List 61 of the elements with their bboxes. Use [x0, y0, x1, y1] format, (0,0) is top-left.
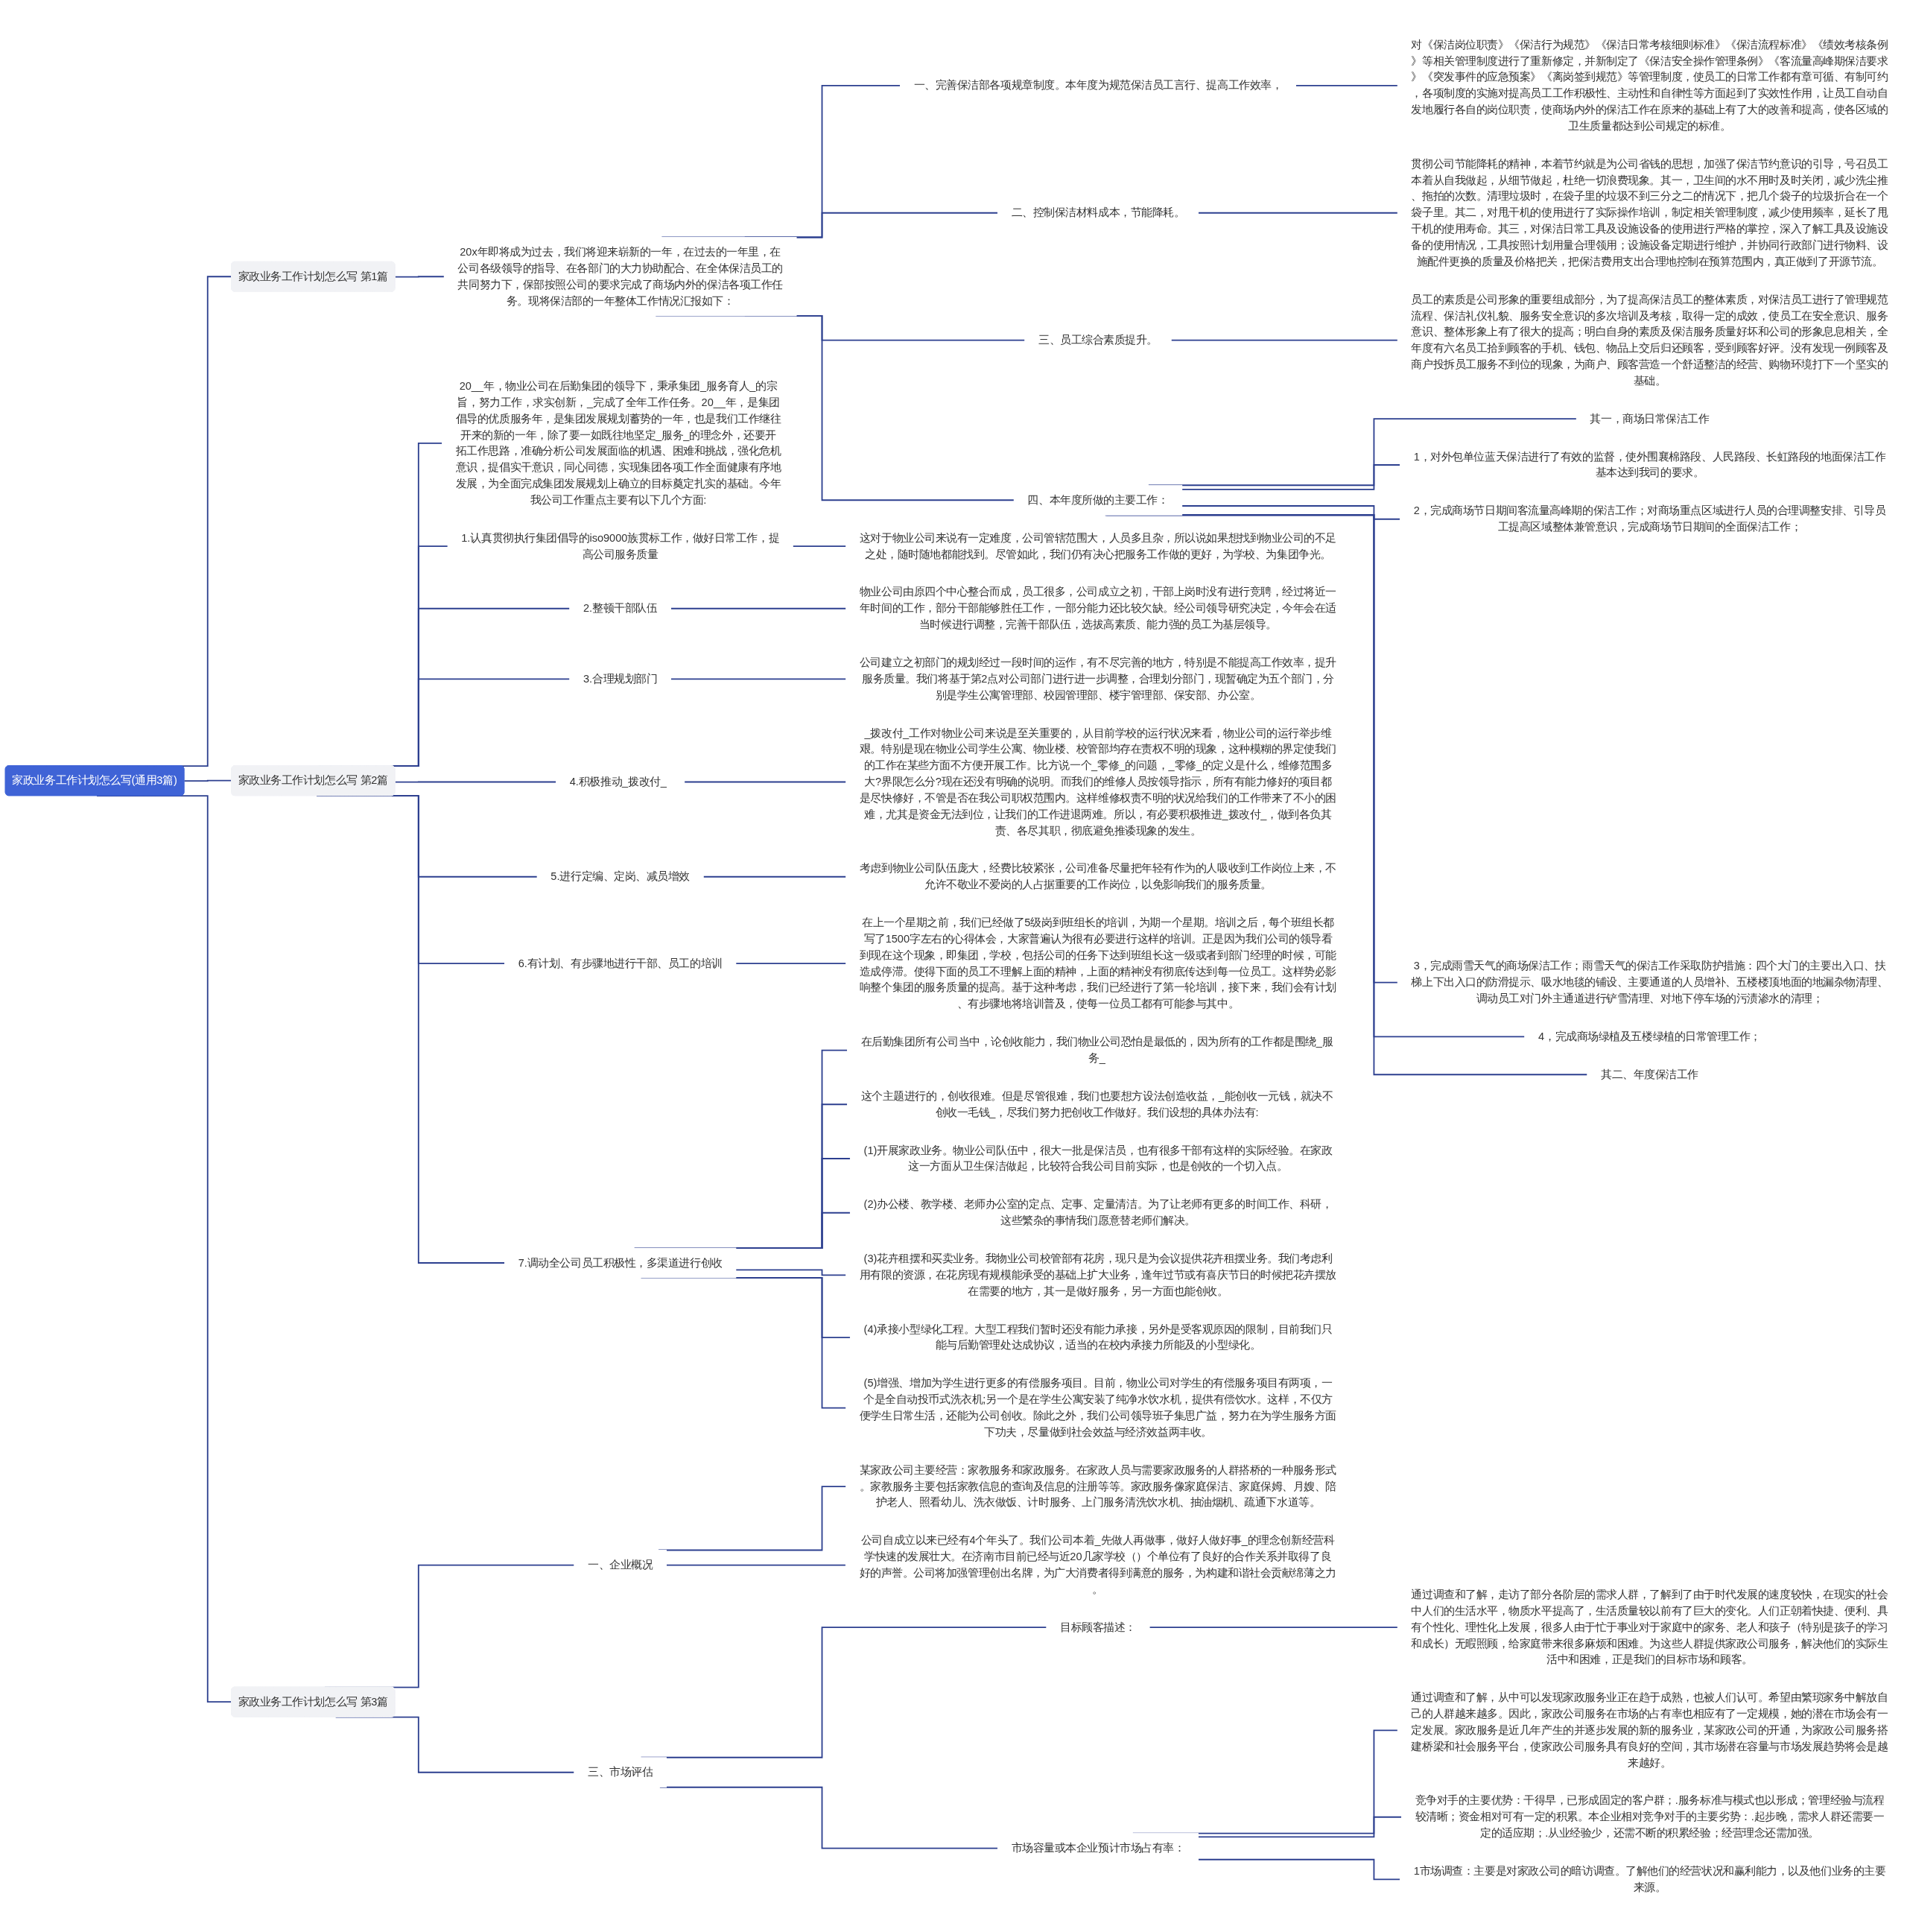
- connector: [734, 962, 847, 964]
- node-text: 一、完善保洁部各项规章制度。本年度为规范保洁员工言行、提高工作效率，: [913, 79, 1283, 91]
- connector: [1181, 463, 1401, 490]
- connector: [394, 276, 445, 278]
- node-text: 4.积极推动_拨改付_: [569, 776, 667, 788]
- connector: [1295, 84, 1399, 86]
- node-text: 20__年，物业公司在后勤集团的领导下，秉承集团_服务育人_的宗旨，努力工作，求实创新，_完成了全年工作任务。20__年，是集团倡导的优质服务年，是集团发展规划蓄势的一年，也是我们工作继往开来的新的一年，除了要一如既往地坚定_服务_的理念外，还要开拓工作思路，准确分析公司发展面临的机遇、困难和挑战，强化危机意识，提倡实干意识，同心同德，实现集团各项工作全面健康有序地发展，为全面完成集团发展规划上确立的目标奠定扎实的基础。今年我公司工作重点主要有以下几个方面:: [455, 380, 781, 506]
- node-text: 考虑到物业公司队伍庞大，经费比较紧张，公司准备尽量把年轻有作为的人吸收到工作岗位上来，不允许不敬业不爱岗的人占据重要的工作岗位，以免影响我们的服务质量。: [859, 862, 1337, 890]
- node-text: (2)办公楼、教学楼、老师办公室的定点、定事、定量清洁。为了让老师有更多的时间工作、科研，这些繁杂的事情我们愿意替老师们解决。: [863, 1198, 1333, 1226]
- node-text: _拨改付_工作对物业公司来说是至关重要的，从目前学校的运行状况来看，物业公司的运行举步维艰。特别是现在物业公司学生公寓、物业楼、校管部均存在责权不明的现象，这种模糊的界定使我们的工作在某些方面不方便开展工作。比方说一个_零修_的问题，_零修_的定义是什么，维修范围多大?界限怎么分?现在还没有明确的说明。而我们的维修人员按领导指示，所有有能力修好的项目都是尽快修好，不管是否在我公司职权范围内。这样维修权责不明的状况给我们的工作带来了不小的困难，尤其是资金无法到位，让我们的工作进退两难。所以，有必要积极推进_拨改付_，做到各负其责、各尽其职，彻底避免推诿现象的发生。: [859, 726, 1337, 836]
- node-text: 目标顾客描述：: [1060, 1621, 1136, 1633]
- connector: [1197, 1858, 1401, 1880]
- connector: [1197, 1816, 1403, 1837]
- connector: [792, 545, 847, 547]
- node-text: 物业公司由原四个中心整合而成，员工很多，公司成立之初，干部上岗时没有进行竞聘，经过将近一年时间的工作，部分干部能够胜任工作，一部分能力还比较欠缺。经公司领导研究决定，今年会在适当时候进行调整，完善干部队伍，选拔高素质、能力强的员工为基层领导。: [859, 586, 1337, 630]
- node-text: 6.有计划、有步骤地进行干部、员工的培训: [518, 957, 723, 969]
- node-text: 3，完成雨雪天气的商场保洁工作；雨雪天气的保洁工作采取防护措施：四个大门的主要出入口、扶梯上下出入口的防滑提示、吸水地毯的铺设、主要通道的人员增补、五楼楼顶地面的地漏杂物清理、调动员工对门外主通道进行铲雪清理、对地下停车场的污渍渗水的清理；: [1411, 960, 1888, 1004]
- node-text: 员工的素质是公司形象的重要组成部分，为了提高保洁员工的整体素质，对保洁员工进行了管理规范流程、保洁礼仪礼貌、服务安全意识的多次培训及考核，取得一定的成效，使员工在安全意识、服务意识、整体形象上有了很大的提高；明白自身的素质及保洁服务质量好坏和公司的形象息息相关，全年度有六名员工拾到顾客的手机、钱包、物品上交后归还顾客，受到顾客好评。没有发现一例顾客及商户投拆员工服务不到位的现象，为商户、顾客营造一个舒适整洁的经营、购物环境打下一个坚实的基础。: [1411, 293, 1888, 387]
- connector: [670, 678, 847, 680]
- node-text: 这个主题进行的，创收很难。但是尽管很难，我们也要想方设法创造收益，_能创收一元钱，就决不创收一毛钱_，尽我们努力把创收工作做好。我们设想的具体办法有:: [860, 1089, 1333, 1118]
- connector: [1170, 339, 1399, 341]
- node-text: 竞争对手的主要优势：干得早，已形成固定的客户群；.服务标准与模式也以形成；管理经验与流程较清晰；资金相对可有一定的积累。本企业相对竞争对手的主要劣势：.起步晚，需求人群还需要一定的适应期；.从业经验少，还需不断的积累经验；经营理念还需加强。: [1415, 1794, 1885, 1839]
- node-text: 其一，商场日常保洁工作: [1590, 412, 1710, 425]
- node-text: 2.整顿干部队伍: [583, 602, 658, 614]
- connector: [183, 779, 232, 782]
- connector: [1181, 504, 1401, 520]
- connector: [683, 781, 847, 783]
- connector: [665, 1564, 847, 1566]
- node-text: (4)承接小型绿化工程。大型工程我们暂时还没有能力承接，另外是受客观原因的限制，目前我们只能与后勤管理处达成协议，适当的在校内承接力所能及的小型绿化。: [863, 1323, 1333, 1351]
- node-text: (5)增强、增加为学生进行更多的有偿服务项目。目前，物业公司对学生的有偿服务项目有两项，一个是全自动投币式洗衣机;另一个是在学生公寓安装了纯净水饮水机，提供有偿饮水。这样，不仅方便学生日常生活，还能为公司创收。除此之外，我们公司领导班子集思广益，努力在为学生服务方面下功夫，尽量做到社会效益与经济效益两丰收。: [859, 1377, 1337, 1438]
- node-text: 在上一个星期之前，我们已经做了5级岗到班组长的培训，为期一个星期。培训之后，每个班组长都写了1500字左右的心得体会，大家普遍认为很有必要进行这样的培训。正是因为我们公司的领导看到现在这个现象，即集团，学校，包括公司的任务下达到班组长这一级或者到部门经理的时候，可能造成停滞。使得下面的员工不理解上面的精神，上面的精神没有彻底传达到每一位员工。这样势必影响整个集团的服务质量的提高。基于这种考虑，我们已经进行了第一轮培训，接下来，我们会有计划、有步骤地将培训普及，使每一位员工都有可能参与其中。: [859, 916, 1337, 1010]
- node-text: 贯彻公司节能降耗的精神，本着节约就是为公司省钱的思想，加强了保洁节约意识的引导，号召员工本着从自我做起，从细节做起，杜绝一切浪费现象。其一，卫生间的水不用时及时关闭，减少洗尘推、拖拍的次数。清理垃圾时，在袋子里的垃圾不到三分之二的情况下，把几个袋子的垃圾折合在一个袋子里。其二，对甩干机的使用进行了实际操作培训，制定相关管理制度，减少使用频率，延长了甩干机的使用寿命。其三，对保洁日常工具及设施设备的使用进行严格的掌控，深入了解工具及设施设备的使用情况，工具按照计划用量合理领用；设施设备定期进行维护，并协同行政部门进行物料、设施配件更换的质量及价格把关，把保洁费用支出合理地控制在预算范围内，真正做到了开源节流。: [1411, 157, 1888, 267]
- node-text: 三、员工综合素质提升。: [1038, 334, 1158, 346]
- node-text: 5.进行定编、定岗、减员增效: [550, 870, 691, 882]
- node-text: 一、企业概况: [588, 1559, 653, 1571]
- connector: [394, 781, 557, 783]
- node-text: 某家政公司主要经营：家教服务和家政服务。在家政人员与需要家政服务的人群搭桥的一种服务形式。家教服务主要包括家教信息的查询及信息的注册等等。家政服务像家庭保洁、家庭保姆、月嫂、陪护老人、照看幼儿、洗衣做饭、计时服务、上门服务清洗饮水机、抽油烟机、疏通下水道等。: [859, 1463, 1337, 1508]
- node-text: 1市场调查：主要是对家政公司的暗访调查。了解他们的经营状况和赢利能力，以及他们业务的主要来源。: [1413, 1865, 1886, 1893]
- mind-map-drawing: 家政业务工作计划怎么写(通用3篇) 家政业务工作计划怎么写 第1篇 20x年即将成为过去，我们将迎来崭新的一年，在过去的一年里，在公司各级领导的指导、在各部门的大力协助配合、在全体保洁员工的共同努力下，保部按照公司的要求完成了商场内外的保洁各项工作任务。现将保洁部的一年整体工作情况汇报如下： 一、完善保洁部各项规章制度。本年度为规范保洁员工言行、提高工作效率， 对《保洁岗位职责》《保洁行为规范》《保洁日常考核细则标准》《保洁流程标准》《绩效考核条例》等相关管理制度进行了重新修定，并新制定了《保洁安全操作管理条例》《客流量高峰期保洁要求》《突发事件的应急预案》《离岗签到规范》等管理制度，使员工的日常工作都有章可循、有制可约，各项制度的实施对提高员工工作积极性、主动性和自律性等方面起到了实效性作用，让员工自动自发地履行各自的岗位职责，使商场内外的保洁工作在原来的基础上有了大的改善和提高，使各区域的卫生质量都达到公司规定的标准。 二、控制保洁材料成本，节能降耗。 贯彻公司节能降耗的精神，本着节约就是为公司省钱的思想，加强了保洁节约意识的引导，号召员工本着从自我做起，从细节做起，杜绝一切浪费现象。其一，卫生间的水不用时及时关闭，减少洗尘推、拖拍的次数。清理垃圾时，在袋子里的垃圾不到三分之二的情况下，把几个袋子的垃圾折合在一个袋子里。其二，对甩干机的使用进行了实际操作培训，制定相关管理制度，减少使用频率，延长了甩干机的使用寿命。其三，对保洁日常工具及设施设备的使用进行严格的掌控，深入了解工具及设施设备的使用情况，工具按照计划用量合理领用；设施设备定期进行维护，并协同行政部门进行物料、设施配件更换的质量及价格把关，把保洁费用支出合理地控制在预算范围内，真正做到了开源节流。 三、员工综合素质提升。 员工的素质是公司形象的重要组成部分，为了提高保洁员工的整体素质，对保洁员工进行了管理规范流程、保洁礼仪礼貌、服务安全意识的多次培训及考核，取得一定的成效，使员工在安全意识、服务意识、整体形象上有了很大的提高；明白自身的素质及保洁服务质量好坏和公司的形象息息相关，全年度有六名员工拾到顾客的手机、钱包、物品上交后归还顾客，受到顾客好评。没有发现一例顾客及商户投拆员工服务不到位的现象，为商户、顾客营造一个舒适整洁的经营、购物环境打下一个坚实的基础。 四、本年度所做的主要工作： 其一，商场日常保洁工作 1，对外包单位蓝天保洁进行了有效的监督，使外围襄棉路段、人民路段、长虹路段的地面保洁工作基本达到我司的要求。 2，完成商场节日期间客流量高峰期的保洁工作；对商场重点区域进行人员的合理调整安排、引导员工提高区域整体兼管意识，完成商场节日期间的全面保洁工作； 3，完成雨雪天气的商场保洁工作；雨雪天气的保洁工作采取防护措施：四个大门的主要出入口、扶梯上下出入口的防滑提示、吸水地毯的铺设、主要通道的人员增补、五楼楼顶地面的地漏杂物清理、调动员工对门外主通道进行铲雪清理、对地下停车场的污渍渗水的清理； 4，完成商场绿植及五楼绿植的日常管理工作； 其二、年度保洁工作 家政业务工作计划怎么写 第2篇 20__年，物业公司在后勤集团的领导下，秉承集团_服务育人_的宗旨，努力工作，求实创新，_完成了全年工作任务。20__年，是集团倡导的优质服务年，是集团发展规划蓄势的一年，也是我们工作继往开来的新的一年，除了要一如既往地坚定_服务_的理念外，还要开拓工作思路，准确分析公司发展面临的机遇、困难和挑战，强化危机意识，提倡实干意识，同心同德，实现集团各项工作全面健康有序地发展，为全面完成集团发展规划上确立的目标奠定扎实的基础。今年我公司工作重点主要有以下几个方面: 1.认真贯彻执行集团倡导的iso9000族贯标工作，做好日常工作，提高公司服务质量 这对于物业公司来说有一定难度，公司管辖范围大，人员多且杂，所以说如果想找到物业公司的不足之处，随时随地都能找到。尽管如此，我们仍有决心把服务工作做的更好，为学校、为集团争光。 2.整顿干部队伍 物业公司由原四个中心整合而成，员工很多，公司成立之初，干部上岗时没有进行竞聘，经过将近一年时间的工作，部分干部能够胜任工作，一部分能力还比较欠缺。经公司领导研究决定，今年会在适当时候进行调整，完善干部队伍，选拔高素质、能力强的员工为基层领导。 3.合理规划部门 公司建立之初部门的规划经过一段时间的运作，有不尽完善的地方，特别是不能提高工作效率，提升服务质量。我们将基于第2点对公司部门进行进一步调整，合理划分部门，现暂确定为五个部门，分别是学生公寓管理部、校园管理部、楼宇管理部、保安部、办公室。 4.积极推动_拨改付_ _拨改付_工作对物业公司来说是至关重要的，从目前学校的运行状况来看，物业公司的运行举步维艰。特别是现在物业公司学生公寓、物业楼、校管部均存在责权不明的现象，这种模糊的界定使我们的工作在某些方面不方便开展工作。比方说一个_零修_的问题，_零修_的定义是什么，维修范围多大?界限怎么分?现在还没有明确的说明。而我们的维修人员按领导指示，所有有能力修好的项目都是尽快修好，不管是否在我公司职权范围内。这样维修权责不明的状况给我们的工作带来了不小的困难，尤其是资金无法到位，让我们的工作进退两难。所以，有必要积极推进_拨改付_，做到各负其责、各尽其职，彻底避免推诿现象的发生。 5.进行定编、定岗、减员增效 考虑到物业公司队伍庞大，经费比较紧张，公司准备尽量把年轻有作为的人吸收到工作岗位上来，不允许不敬业不爱岗的人占据重要的工作岗位，以免影响我们的服务质量。 6.有计划、有步骤地进行干部、员工的培训 在上一个星期之前，我们已经做了5级岗到班组长的培训，为期一个星期。培训之后，每个班组长都写了1500字左右的心得体会，大家普遍认为很有必要进行这样的培训。正是因为我们公司的领导看到现在这个现象，即集团，学校，包括公司的任务下达到班组长这一级或者到部门经理的时候，可能造成停滞。使得下面的员工不理解上面的精神，上面的精神没有彻底传达到每一位员工。这样势必影响整个集团的服务质量的提高。基于这种考虑，我们已经进行了第一轮培训，接下来，我们会有计划、有步骤地将培训普及，使每一位员工都有可能参与其中。 7.调动全公司员工积极性，多渠道进行创收 在后勤集团所有公司当中，论创收能力，我们物业公司恐怕是最低的，因为所有的工作都是围绕_服务_ 这个主题进行的，创收很难。但是尽管很难，我们也要想方设法创造收益，_能创收一元钱，就决不创收一毛钱_，尽我们努力把创收工作做好。我们设想的具体办法有: (1)开展家政业务。物业公司队伍中，很大一批是保洁员，也有很多干部有这样的实际经验。在家政这一方面从卫生保洁做起，比较符合我公司目前实际，也是创收的一个切入点。 (2)办公楼、教学楼、老师办公室的定点、定事、定量清洁。为了让老师有更多的时间工作、科研，这些繁杂的事情我们愿意替老师们解决。 (3)花卉租摆和买卖业务。我物业公司校管部有花房，现只是为会议提供花卉租摆业务。我们考虑利用有限的资源，在花房现有规模能承受的基础上扩大业务，逢年过节或有喜庆节日的时候把花卉摆放在需要的地方，其一是做好服务，另一方面也能创收。 (4)承接小型绿化工程。大型工程我们暂时还没有能力承接，另外是受客观原因的限制，目前我们只能与后勤管理处达成协议，适当的在校内承接力所能及的小型绿化。 (5)增强、增加为学生进行更多的有偿服务项目。目前，物业公司对学生的有偿服务项目有两项，一个是全自动投币式洗衣机;另一个是在学生公寓安装了纯净水饮水机，提供有偿饮水。这样，不仅方便学生日常生活，还能为公司创收。除此之外，我们公司领导班子集思广益，努力在为学生服务方面下功夫，尽量做到社会效益与经济效益两丰收。 家政业务工作计划怎么写 第3篇 一、企业概况 某家政公司主要经营：家教服务和家政服务。在家政人员与需要家政服务的人群搭桥的一种服务形式。家教服务主要包括家教信息的查询及信息的注册等等。家政服务像家庭保洁、家庭保姆、月嫂、陪护老人、照看幼儿、洗衣做饭、计时服务、上门服务清洗饮水机、抽油烟机、疏通下水道等。 公司自成立以来已经有4个年头了。我们公司本着_先做人再做事，做好人做好事_的理念创新经营科学快速的发展壮大。在济南市目前已经与近20几家学校（）个单位有了良好的合作关系并取得了良好的声誉。公司将加强管理创出名牌，为广大消费者得到满意的服务，为构建和谐社会贡献绵薄之力。 三、市场评估 目标顾客描述： 通过调查和了解，走访了部分各阶层的需求人群，了解到了由于时代发展的速度较快，在现实的社会中人们的生活水平，物质水平提高了，生活质量较以前有了巨大的变化。人们正朝着快捷、便利、具有个性化、理性化上发展，很多人由于忙于事业对于家庭中的家务、老人和孩子（特别是孩子的学习和成长）无暇照顾，给家庭带来很多麻烦和困难。为这些人群提供家政公司服务，解决他们的实际生活中和困难，正是我们的目标市场和顾客。 市场容量或本企业预计市场占有率： 通过调查和了解，从中可以发现家政服务业正在趋于成熟，也被人们认可。希望由繁琐家务中解放自己的人群越来越多。因此，家政公司服务在市场的占有率也相应有了一定规模，她的潜在市场会有一定发展。家政服务是近几年产生的并逐步发展的新的服务业，某家政公司的开通，为家政公司服务搭建桥梁和社会服务平台，使家政公司服务具有良好的空间，其市场潜在容量与市场发展趋势将会是越来越好。 竞争对手的主要优势：干得早，已形成固定的客户群；.服务标准与模式也以形成；管理经验与流程较清晰；资金相对可有一定的积累。本企业相对竞争对手的主要劣势：.起步晚，需求人群还需要一定的适应期；.从业经验少，还需不断的积累经验；经营理念还需加强。 1市场调查：主要是对家政公司的暗访调查。了解他们的经营状况和赢利能力，以及他们业务的主要来源。: [0, 24, 1907, 1908]
- node-text: 其二、年度保洁工作: [1601, 1068, 1698, 1080]
- connector: [702, 875, 847, 878]
- connector: [1149, 1627, 1399, 1628]
- node-text: 公司自成立以来已经有4个年头了。我们公司本着_先做人再做事，做好人做好事_的理念创新经营科学快速的发展壮大。在济南市目前已经与近20几家学校（）个单位有了良好的合作关系并取得了良好的声誉。公司将加强管理创出名牌，为广大消费者得到满意的服务，为构建和谐社会贡献绵薄之力。: [859, 1534, 1336, 1595]
- connector: [1197, 212, 1399, 214]
- connector: [334, 1716, 575, 1773]
- node-text: 3.合理规划部门: [583, 672, 658, 685]
- node-text: 公司建立之初部门的规划经过一段时间的运作，有不尽完善的地方，特别是不能提高工作效率，提升服务质量。我们将基于第2点对公司部门进行进一步调整，合理划分部门，现暂确定为五个部门，分别是学生公寓管理部、校园管理部、楼宇管理部、保安部、办公室。: [859, 656, 1337, 701]
- connector: [734, 1269, 847, 1276]
- node-text: (3)花卉租摆和买卖业务。我物业公司校管部有花房，现只是为会议提供花卉租摆业务。我们考虑利用有限的资源，在花房现有规模能承受的基础上扩大业务，逢年过节或有喜庆节日的时候把花卉摆放在需要的地方，其一是做好服务，另一方面也能创收。: [859, 1252, 1337, 1297]
- node-text: 1.认真贯彻执行集团倡导的iso9000族贯标工作，做好日常工作，提高公司服务质量: [461, 531, 780, 560]
- connector: [670, 607, 847, 609]
- node-text: 1，对外包单位蓝天保洁进行了有效的监督，使外围襄棉路段、人民路段、长虹路段的地面保洁工作基本达到我司的要求。: [1413, 450, 1886, 478]
- node-text: (1)开展家政业务。物业公司队伍中，很大一批是保洁员，也有很多干部有这样的实际经验。在家政这一方面从卫生保洁做起，比较符合我公司目前实际，也是创收的一个切入点。: [863, 1144, 1333, 1172]
- node-text: 这对于物业公司来说有一定难度，公司管辖范围大，人员多且杂，所以说如果想找到物业公司的不足之处，随时随地都能找到。尽管如此，我们仍有决心把服务工作做的更好，为学校、为集团争光。: [859, 531, 1337, 560]
- node-text: 二、控制保洁材料成本，节能降耗。: [1011, 206, 1185, 218]
- node-text: 2，完成商场节日期间客流量高峰期的保洁工作；对商场重点区域进行人员的合理调整安排、引导员工提高区域整体兼管意识，完成商场节日期间的全面保洁工作；: [1413, 504, 1886, 533]
- node-text: 在后勤集团所有公司当中，论创收能力，我们物业公司恐怕是最低的，因为所有的工作都是围绕_服务_: [860, 1036, 1333, 1064]
- node-text: 4，完成商场绿植及五楼绿植的日常管理工作；: [1538, 1030, 1761, 1042]
- node-text: 通过调查和了解，从中可以发现家政服务业正在趋于成熟，也被人们认可。希望由繁琐家务中解放自己的人群越来越多。因此，家政公司服务在市场的占有率也相应有了一定规模，她的潜在市场会有一定发展。家政服务是近几年产生的并逐步发展的新的服务业，某家政公司的开通，为家政公司服务搭建桥梁和社会服务平台，使家政公司服务具有良好的空间，其市场潜在容量与市场发展趋势将会是越来越好。: [1411, 1691, 1888, 1768]
- node-text: 通过调查和了解，走访了部分各阶层的需求人群，了解到了由于时代发展的速度较快，在现实的社会中人们的生活水平，物质水平提高了，生活质量较以前有了巨大的变化。人们正朝着快捷、便利、具有个性化、理性化上发展，很多人由于忙于事业对于家庭中的家务、老人和孩子（特别是孩子的学习和成长）无暇照顾，给家庭带来很多麻烦和困难。为这些人群提供家政公司服务，解决他们的实际生活中和困难，正是我们的目标市场和顾客。: [1411, 1589, 1888, 1665]
- node-text: 对《保洁岗位职责》《保洁行为规范》《保洁日常考核细则标准》《保洁流程标准》《绩效考核条例》等相关管理制度进行了重新修定，并新制定了《保洁安全操作管理条例》《客流量高峰期保洁要求》《突发事件的应急预案》《离岗签到规范》等管理制度，使员工的日常工作都有章可循、有制可约，各项制度的实施对提高员工工作积极性、主动性和自律性等方面起到了实效性作用，让员工自动自发地履行各自的岗位职责，使商场内外的保洁工作在原来的基础上有了大的改善和提高，使各区域的卫生质量都达到公司规定的标准。: [1411, 38, 1888, 132]
